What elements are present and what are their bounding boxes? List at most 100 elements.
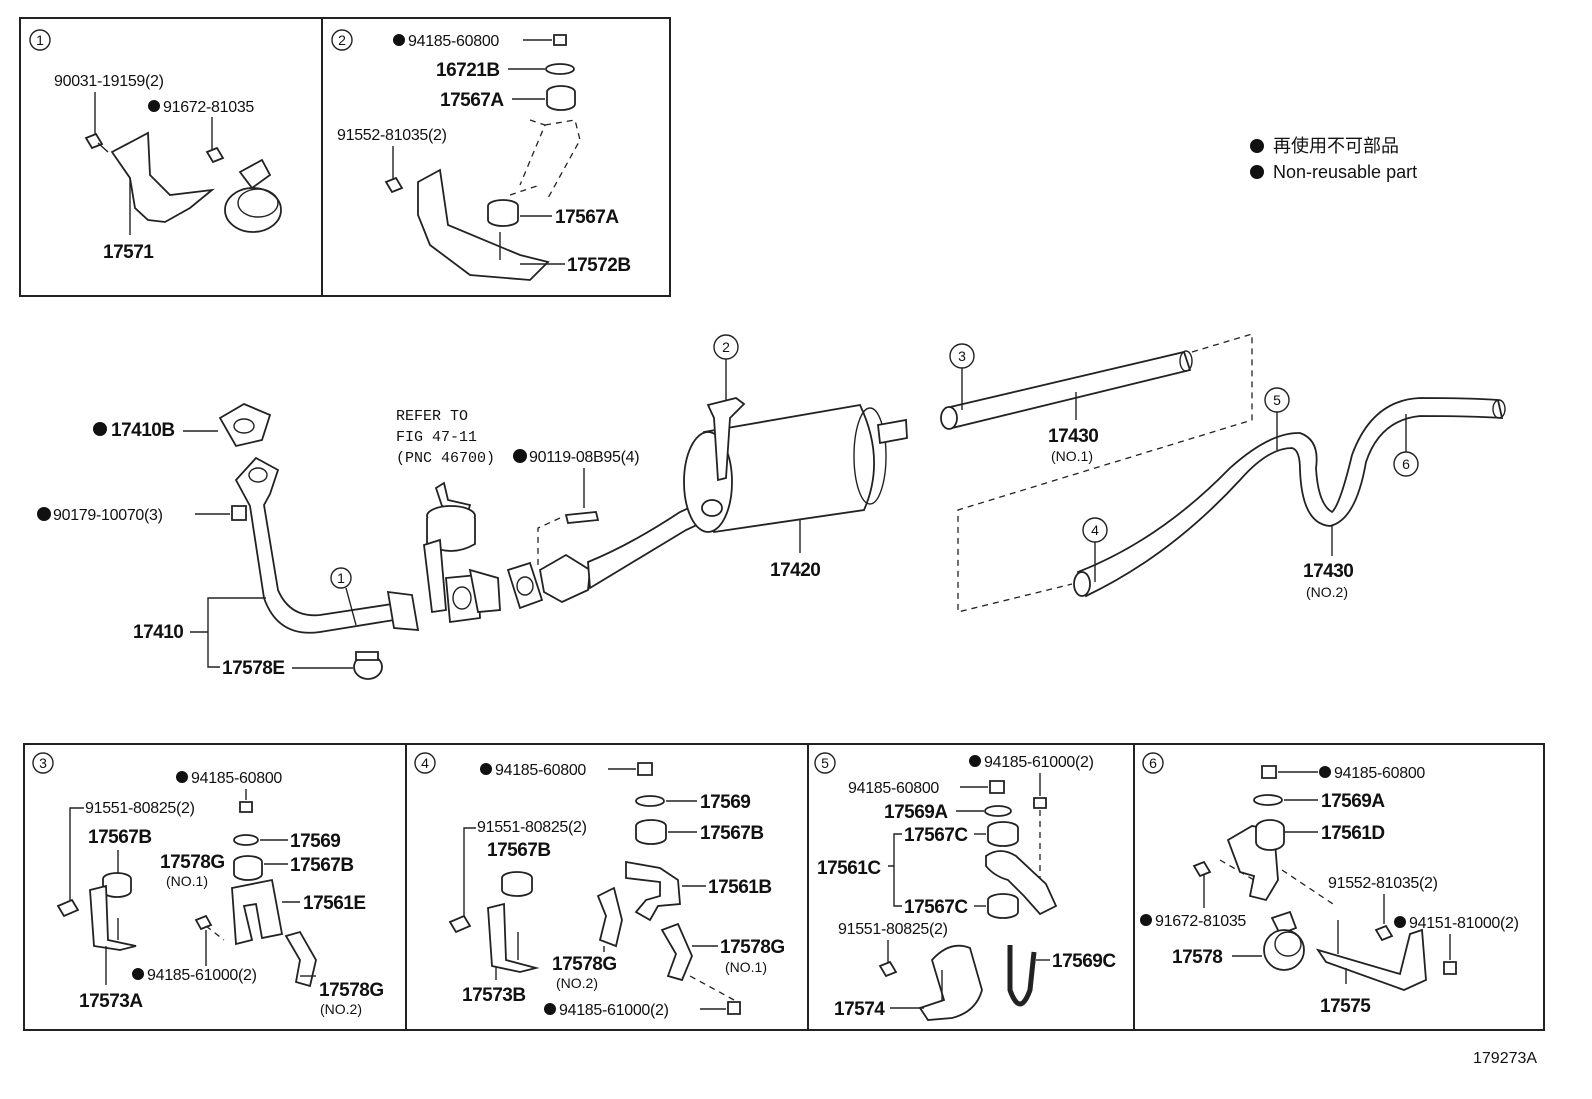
part-label: 91551-80825(2)	[85, 800, 195, 817]
part-label: 91551-80825(2)	[838, 921, 948, 938]
callout-number: 2	[338, 32, 346, 48]
part-label: 17573B	[462, 985, 526, 1006]
part-label: 91552-81035(2)	[1328, 875, 1438, 892]
part-label: 17567A	[555, 207, 619, 228]
detail-box-5: 5 94185-61000(2) 94185-60800 17569A 1756…	[807, 743, 1135, 1031]
callout-number: 2	[722, 339, 730, 355]
non-reusable-dot-icon	[969, 755, 981, 767]
part-label: 17561E	[303, 893, 366, 914]
part-label: 94185-60800	[408, 33, 499, 50]
part-sub-label: (NO.1)	[166, 873, 208, 889]
hanger-bracket-icon	[625, 860, 681, 922]
bolt-icon	[448, 914, 472, 934]
gasket-icon	[218, 402, 272, 448]
mount-plate-icon	[1315, 928, 1427, 991]
part-label: 94151-81000(2)	[1409, 915, 1519, 932]
part-sub-label: (NO.1)	[725, 959, 767, 975]
part-label: 17410	[133, 622, 183, 643]
callout-circle-2	[331, 29, 353, 51]
part-sub-label: (NO.2)	[556, 975, 598, 991]
cushion-icon	[987, 893, 1019, 919]
part-label: 91552-81035(2)	[337, 127, 447, 144]
clamp-icon	[224, 158, 282, 233]
non-reusable-dot-icon	[132, 968, 144, 980]
non-reusable-dot-icon	[1394, 916, 1406, 928]
nut-icon	[231, 505, 247, 521]
washer-icon	[545, 63, 575, 75]
muffler-inlet-pipe-icon	[539, 553, 591, 604]
legend: 再使用不可部品 Non-reusable part	[1250, 136, 1417, 182]
valve-assembly-icon	[423, 481, 501, 624]
part-label: 17569A	[884, 802, 948, 823]
part-label: 91672-81035	[1155, 913, 1246, 930]
non-reusable-dot-icon	[1140, 914, 1152, 926]
cushion-icon	[987, 821, 1019, 847]
nut-icon	[553, 34, 567, 46]
bracket-ghost-icon	[519, 119, 581, 199]
bolt-icon	[194, 914, 213, 931]
part-label: 17430	[1303, 561, 1353, 582]
detail-box-6: 6 94185-60800 17569A 17561D 91672-81035 …	[1133, 743, 1545, 1031]
hanger-bracket-icon	[231, 878, 284, 946]
part-label: 90031-19159(2)	[54, 73, 164, 90]
bolt-icon	[56, 898, 80, 918]
part-sub-label: (NO.2)	[1306, 584, 1348, 600]
mounting-bracket-icon	[417, 168, 550, 281]
part-label: 17569C	[1052, 951, 1116, 972]
non-reusable-dot-icon	[544, 1003, 556, 1015]
part-label: 90119-08B95(4)	[529, 449, 639, 466]
nut-icon	[1443, 961, 1457, 975]
part-label: 17569	[290, 831, 340, 852]
bolt-icon	[1192, 860, 1212, 878]
clamp-half-icon	[596, 886, 623, 948]
clamp-icon	[1270, 910, 1298, 936]
tail-pipe-no2-icon	[1076, 397, 1504, 598]
callout-number: 4	[421, 755, 429, 771]
non-reusable-dot-icon	[393, 34, 405, 46]
non-reusable-dot-icon	[513, 449, 527, 463]
detail-box-2: 2 94185-60800 16721B 17567A 91552-81035(…	[321, 17, 671, 297]
part-label: 17578E	[222, 658, 285, 679]
washer-icon	[984, 805, 1012, 817]
part-label: 17561D	[1321, 823, 1385, 844]
washer-icon	[1253, 794, 1283, 806]
part-label: 94185-60800	[495, 762, 586, 779]
clamp-half-icon	[284, 930, 317, 988]
bolt-icon	[564, 511, 600, 524]
part-sub-label: (NO.1)	[1051, 448, 1093, 464]
part-label: 94185-60800	[848, 780, 939, 797]
washer-icon	[635, 795, 665, 807]
pipe-clamp-icon	[918, 944, 983, 1021]
callout-number: 1	[36, 32, 44, 48]
cushion-icon	[233, 855, 263, 881]
non-reusable-dot-icon	[93, 422, 107, 436]
callout-number: 4	[1091, 522, 1099, 538]
detail-box-1: 1 90031-19159(2) 91672-81035 17571	[19, 17, 323, 297]
callout-number: 3	[39, 755, 47, 771]
part-label: 17569	[700, 792, 750, 813]
washer-icon	[233, 834, 259, 846]
detail-box-3: 3 94185-60800 91551-80825(2) 17567B 1756…	[23, 743, 407, 1031]
muffler-icon	[683, 403, 908, 534]
refer-line-1: REFER TO	[396, 408, 468, 425]
tail-pipe-no1-icon	[944, 350, 1192, 430]
callout-number: 3	[958, 348, 966, 364]
non-reusable-dot-icon	[176, 771, 188, 783]
part-label: 16721B	[436, 60, 500, 81]
heat-shield-icon	[110, 131, 215, 223]
part-label: 17567B	[290, 855, 354, 876]
mount-plate-icon	[487, 902, 540, 973]
part-label: 17567C	[904, 825, 968, 846]
callout-circle-5	[814, 752, 836, 774]
non-reusable-dot-icon	[37, 507, 51, 521]
hanger-bracket-icon	[706, 397, 746, 482]
part-label: 17567C	[904, 897, 968, 918]
callout-number: 6	[1149, 755, 1157, 771]
part-label: 17561C	[817, 858, 881, 879]
bolt-icon	[384, 176, 404, 194]
nut-icon	[239, 801, 253, 813]
cushion-icon	[546, 85, 576, 111]
part-label: 94185-61000(2)	[984, 754, 1094, 771]
part-label: 91672-81035	[163, 99, 254, 116]
muffler-flange-icon	[506, 561, 544, 610]
